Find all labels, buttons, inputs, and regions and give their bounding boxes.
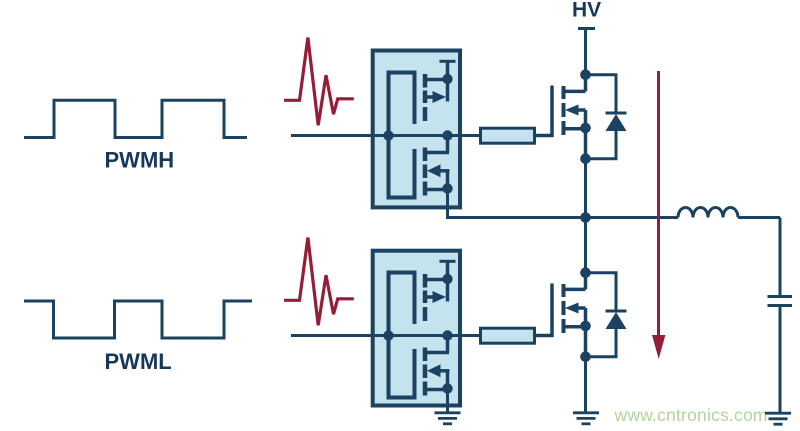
- svg-text:PWML: PWML: [105, 349, 172, 374]
- svg-text:HV: HV: [572, 0, 601, 22]
- svg-text:www.cntronics.com: www.cntronics.com: [614, 405, 768, 425]
- svg-text:PWMH: PWMH: [105, 148, 175, 173]
